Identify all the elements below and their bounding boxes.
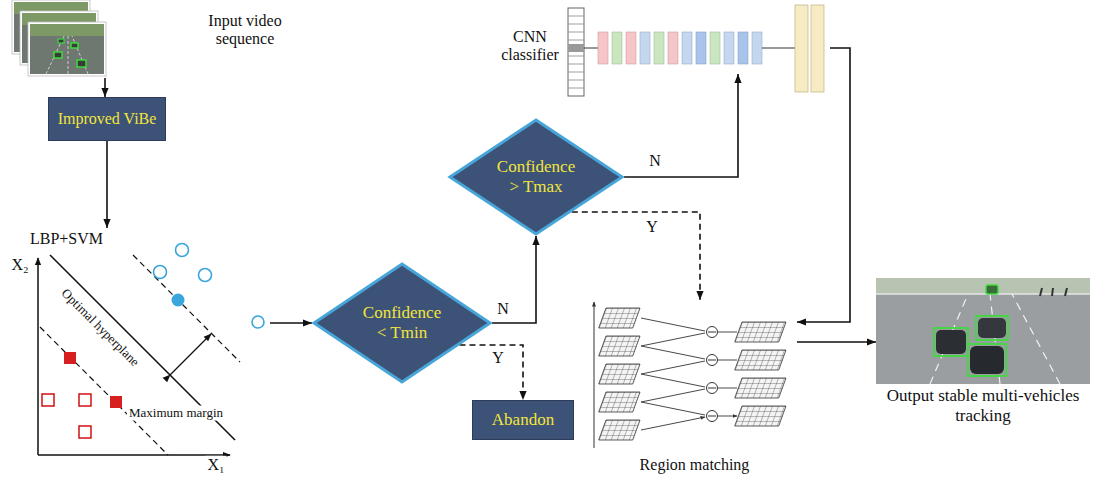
node-label: Confidence < Tmin bbox=[359, 303, 445, 342]
margin-label: Maximum margin bbox=[127, 406, 225, 421]
edge-label: Y bbox=[490, 349, 506, 367]
diamond-shape bbox=[450, 120, 622, 234]
edge-label: N bbox=[647, 152, 663, 170]
axis-label: X₂ bbox=[9, 256, 30, 274]
connector bbox=[104, 78, 106, 97]
node-label: Abandon bbox=[492, 410, 554, 430]
node-caption: LBP+SVM bbox=[30, 230, 120, 248]
cnn-classifier: CNN classifier bbox=[498, 2, 830, 74]
edge-label: N bbox=[495, 300, 511, 318]
connector bbox=[797, 341, 876, 343]
node-caption: CNN classifier bbox=[498, 28, 562, 65]
node-caption: Region matching bbox=[592, 456, 797, 474]
region-matching: Region matching bbox=[592, 300, 797, 478]
connector bbox=[106, 141, 108, 228]
decision-diamond: Confidence < Tmin bbox=[312, 262, 492, 384]
video-input: Input video sequence bbox=[8, 0, 290, 78]
edge-label: Y bbox=[644, 218, 660, 236]
node-label: Confidence > Tmax bbox=[493, 157, 579, 196]
connector bbox=[797, 48, 850, 322]
connector bbox=[270, 322, 312, 324]
connector bbox=[460, 345, 524, 400]
process-box: Improved ViBe bbox=[48, 97, 166, 141]
connector bbox=[492, 236, 536, 323]
connector bbox=[624, 74, 738, 177]
node-label: Improved ViBe bbox=[58, 110, 157, 128]
process-box: Abandon bbox=[472, 400, 574, 440]
svm-plot: LBP+SVM bbox=[4, 228, 270, 478]
output-image: Output stable multi-vehicles tracking bbox=[876, 278, 1090, 428]
node-caption: Output stable multi-vehicles tracking bbox=[876, 386, 1090, 425]
connector bbox=[572, 212, 700, 300]
axis-label: X₁ bbox=[205, 456, 226, 474]
diamond-shape bbox=[314, 264, 490, 382]
node-caption: Input video sequence bbox=[200, 12, 290, 49]
decision-diamond: Confidence > Tmax bbox=[448, 118, 624, 236]
